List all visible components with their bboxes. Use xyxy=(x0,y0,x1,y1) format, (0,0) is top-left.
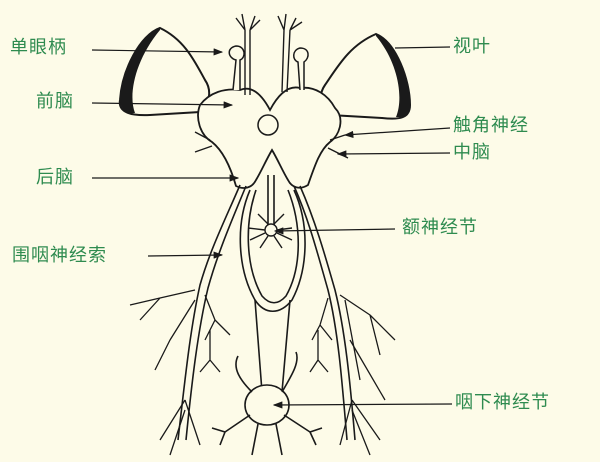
leader-antennal-nerve xyxy=(343,127,451,139)
ocellar-stalks xyxy=(228,45,309,91)
label-ocellar-stalk: 单眼柄 xyxy=(10,37,67,58)
anterior-nerves xyxy=(235,13,303,95)
connectives xyxy=(177,175,356,441)
peripheral-nerves xyxy=(129,289,396,456)
leader-subesophageal xyxy=(272,401,453,409)
median-body xyxy=(257,114,279,136)
leader-optic-lobe xyxy=(394,46,451,49)
leader-lines xyxy=(91,46,453,409)
label-midbrain: 中脑 xyxy=(453,142,491,163)
leader-frontal-ganglion xyxy=(273,227,396,235)
leader-midbrain xyxy=(336,150,451,158)
label-frontal-ganglion: 额神经节 xyxy=(402,217,478,238)
label-subesophageal-ganglion: 咽下神经节 xyxy=(455,392,550,413)
leader-connective xyxy=(147,251,224,259)
brain-body xyxy=(197,86,342,189)
optic-lobe-right xyxy=(319,32,412,120)
label-circumesophageal-connective: 围咽神经索 xyxy=(12,245,107,266)
leader-forebrain xyxy=(91,101,234,109)
label-antennal-nerve: 触角神经 xyxy=(453,115,529,136)
leader-ocellar-stalk xyxy=(91,48,224,56)
label-optic-lobe: 视叶 xyxy=(453,36,491,57)
label-forebrain: 前脑 xyxy=(36,91,74,112)
optic-lobe-left xyxy=(118,26,211,117)
label-hindbrain: 后脑 xyxy=(36,167,74,188)
subesophageal-ganglion-art xyxy=(211,351,323,456)
